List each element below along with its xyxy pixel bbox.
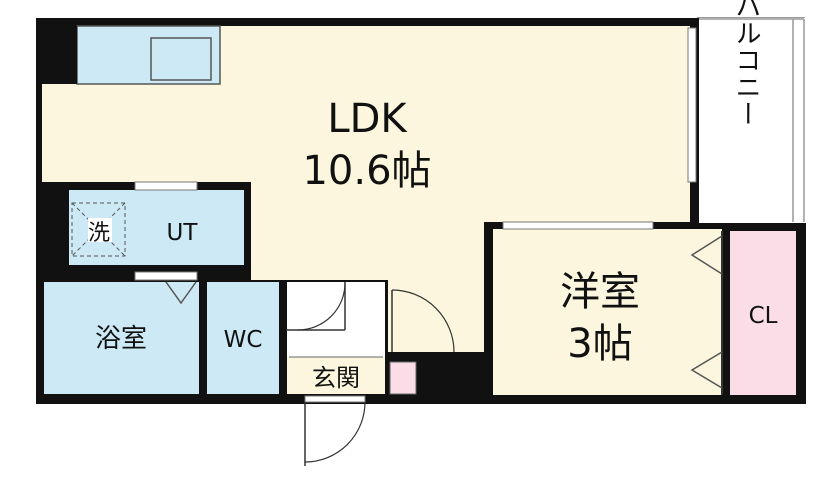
entrance-inner-door-swing xyxy=(391,289,455,353)
ldk-window xyxy=(687,27,697,183)
wc-label: WC xyxy=(224,327,263,353)
ut-label: UT xyxy=(167,220,199,246)
western-size-label: 3帖 xyxy=(567,321,632,367)
western-label: 洋室 xyxy=(560,269,640,315)
ldk-size-label: 10.6帖 xyxy=(302,148,431,194)
closet-door-lower xyxy=(690,351,723,389)
wc-room xyxy=(207,282,279,394)
shoe-box xyxy=(389,361,417,395)
closet-door-upper xyxy=(690,235,723,275)
bath-door xyxy=(134,271,198,281)
western-door xyxy=(502,221,654,230)
closet-room xyxy=(730,231,796,395)
kitchen-sink xyxy=(150,37,212,81)
bath-label: 浴室 xyxy=(95,324,147,354)
ldk-label: LDK xyxy=(327,96,408,142)
washer-label: 洗 xyxy=(88,221,110,246)
bath-room xyxy=(44,282,199,394)
closet-label: CL xyxy=(749,303,778,329)
ut-door xyxy=(134,181,198,191)
front-door-swing xyxy=(304,395,366,466)
wc-door-swing xyxy=(286,282,346,331)
balcony-label: バルコニー xyxy=(731,0,761,128)
bath-door-marker xyxy=(165,281,197,305)
entrance-label: 玄関 xyxy=(312,364,360,392)
balcony-floor xyxy=(699,19,793,222)
western-room xyxy=(493,229,722,395)
